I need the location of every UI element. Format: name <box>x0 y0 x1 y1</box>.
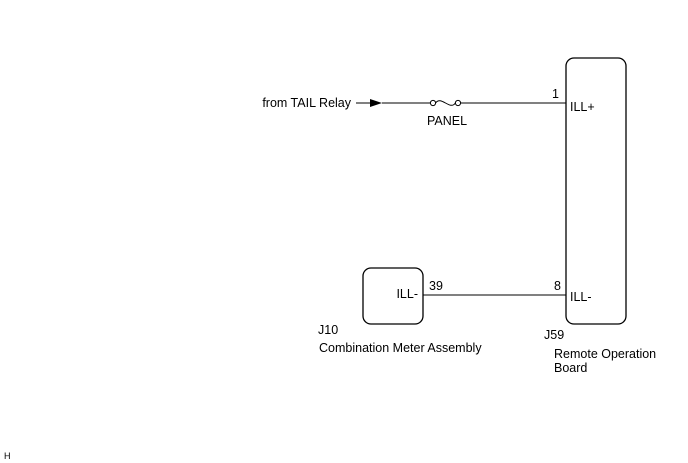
fuse-symbol-icon <box>429 99 462 107</box>
pin-number-1: 1 <box>552 87 559 101</box>
fuse-label: PANEL <box>427 114 467 128</box>
connector-j10: J10 <box>318 323 338 337</box>
connector-j59: J59 <box>544 328 564 342</box>
corner-mark: H <box>4 451 11 461</box>
pin-label-ill-minus-board: ILL- <box>570 290 592 304</box>
combination-meter-box <box>362 267 424 325</box>
pin-number-39: 39 <box>429 279 443 293</box>
remote-board-name-line2: Board <box>554 361 587 375</box>
source-arrow-icon <box>370 99 382 107</box>
pin-label-ill-minus-meter: ILL- <box>396 287 418 301</box>
pin-label-ill-plus: ILL+ <box>570 100 595 114</box>
source-label: from TAIL Relay <box>262 96 351 110</box>
combination-meter-name: Combination Meter Assembly <box>319 341 482 355</box>
pin-number-8: 8 <box>554 279 561 293</box>
remote-operation-board-box <box>565 57 627 325</box>
remote-board-name-line1: Remote Operation <box>554 347 656 361</box>
